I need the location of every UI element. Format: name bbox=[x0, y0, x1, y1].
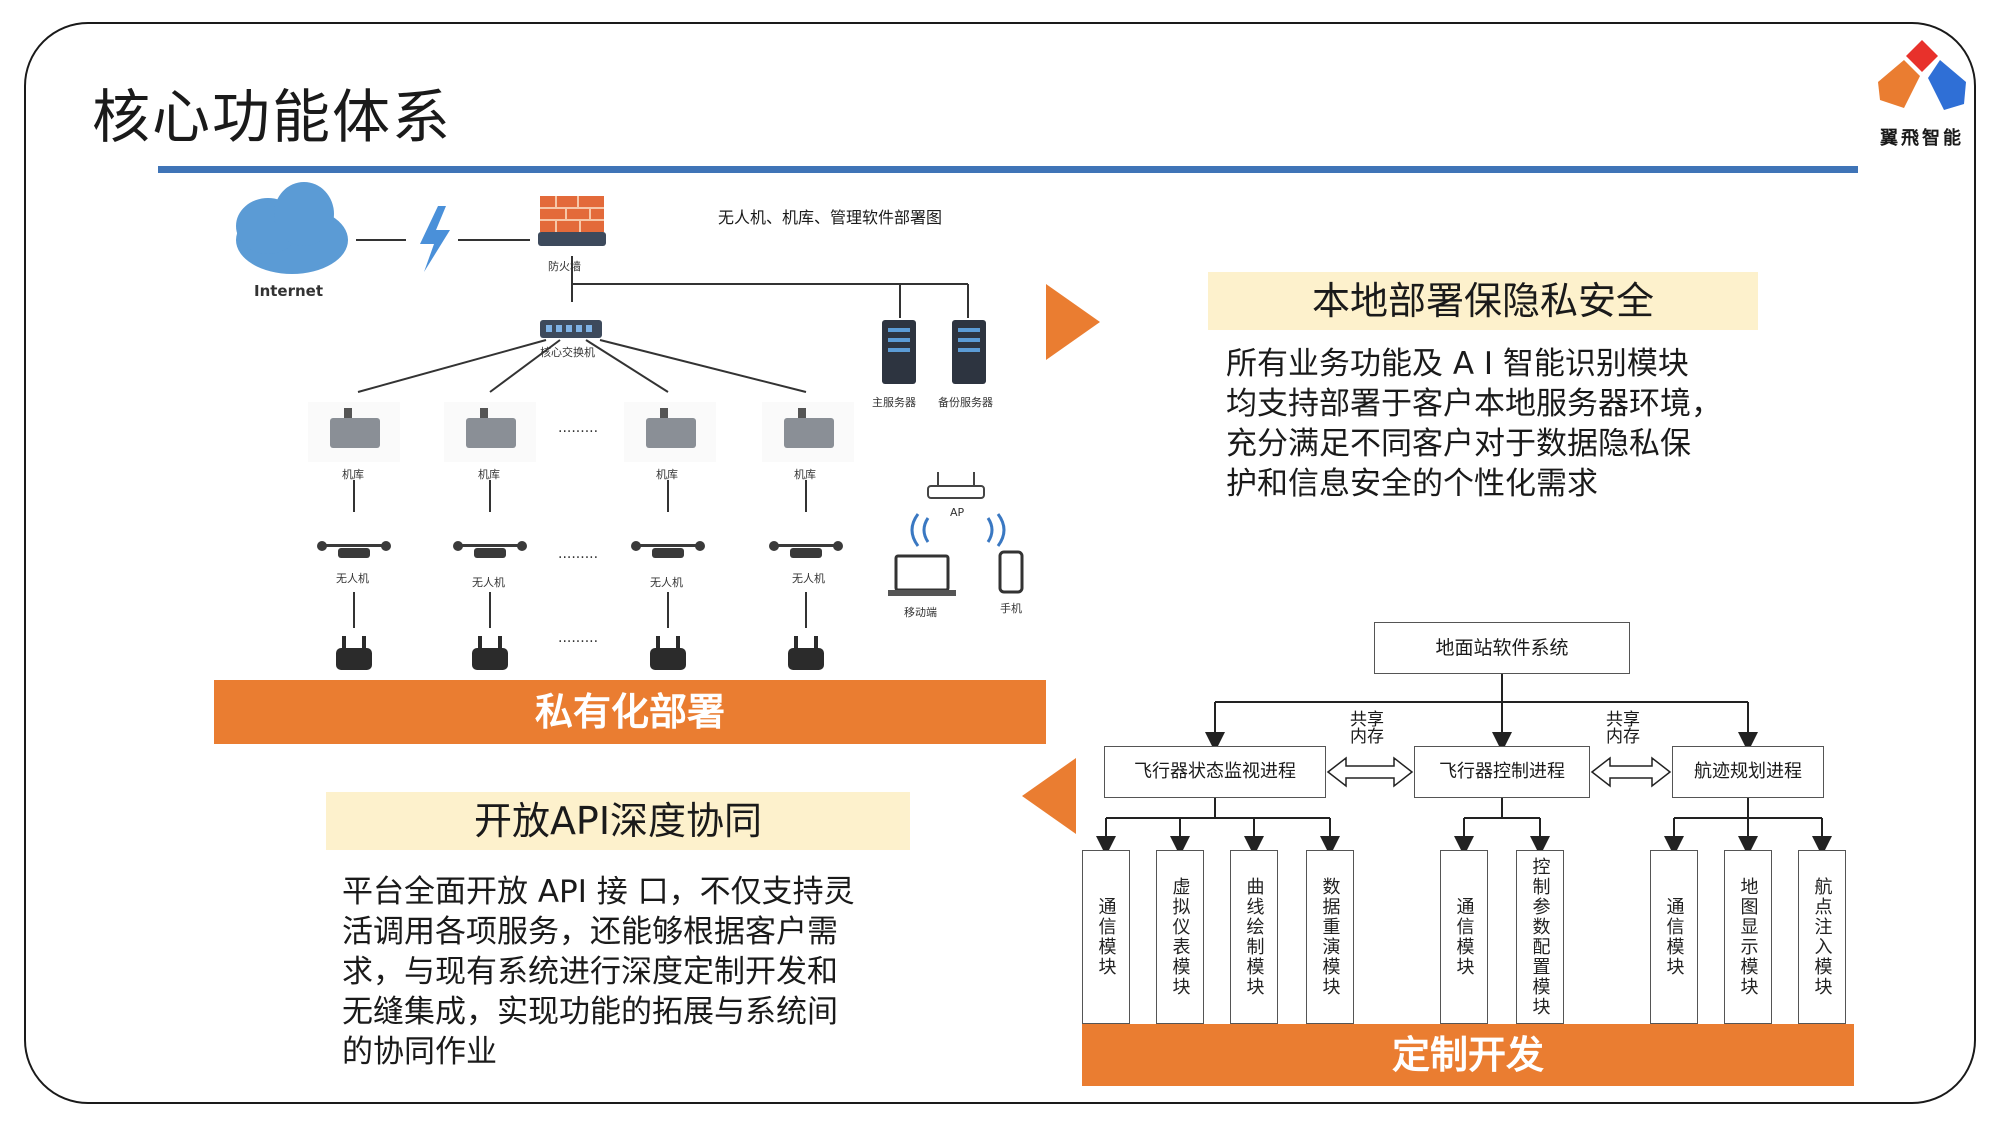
hangar-icon-4 bbox=[762, 402, 854, 462]
module-label: 通信模块 bbox=[1453, 897, 1475, 977]
main-server-label: 主服务器 bbox=[872, 396, 916, 409]
laptop-icon bbox=[888, 554, 956, 596]
drone-label-1: 无人机 bbox=[336, 572, 369, 585]
page-title: 核心功能体系 bbox=[92, 83, 453, 151]
title-divider bbox=[158, 166, 1858, 173]
module-control-param-config: 控制参数配置模块 bbox=[1516, 850, 1564, 1024]
module-waypoint-injection: 航点注入模块 bbox=[1798, 850, 1846, 1024]
drone-icon-4 bbox=[769, 541, 843, 558]
module-map-display: 地图显示模块 bbox=[1724, 850, 1772, 1024]
drone-icon-1 bbox=[317, 541, 391, 558]
remote-controller-icon-1 bbox=[336, 636, 372, 670]
core-switch-icon bbox=[540, 320, 602, 338]
process-route-planning: 航迹规划进程 bbox=[1672, 746, 1824, 798]
internet-cloud-icon bbox=[236, 182, 348, 274]
lightning-icon bbox=[420, 206, 450, 272]
firewall-label: 防火墙 bbox=[548, 260, 581, 273]
module-label: 虚拟仪表模块 bbox=[1169, 877, 1191, 997]
arrow-right-icon bbox=[1046, 284, 1100, 360]
private-deployment-bar: 私有化部署 bbox=[214, 680, 1046, 744]
module-label: 地图显示模块 bbox=[1737, 877, 1759, 997]
drone-icon-3 bbox=[631, 541, 705, 558]
module-label: 控制参数配置模块 bbox=[1529, 857, 1551, 1017]
backup-server-icon bbox=[952, 320, 986, 384]
hangar-label-3: 机库 bbox=[656, 468, 678, 481]
main-server-icon bbox=[882, 320, 916, 384]
module-curve-drawing: 曲线绘制模块 bbox=[1230, 850, 1278, 1024]
process-status-monitor: 飞行器状态监视进程 bbox=[1104, 746, 1326, 798]
controller-ellipsis: ......... bbox=[558, 630, 599, 646]
module-label: 数据重演模块 bbox=[1319, 877, 1341, 997]
shared-memory-arrow-2 bbox=[1590, 756, 1672, 788]
firewall-icon bbox=[538, 196, 606, 246]
drone-label-2: 无人机 bbox=[472, 576, 505, 589]
shared-memory-arrow-1 bbox=[1326, 756, 1414, 788]
module-label: 曲线绘制模块 bbox=[1243, 877, 1265, 997]
remote-controller-icon-2 bbox=[472, 636, 508, 670]
shared-memory-label-1: 共享 内存 bbox=[1350, 712, 1384, 746]
phone-label: 手机 bbox=[1000, 602, 1022, 615]
hangar-icon-2 bbox=[444, 402, 536, 462]
drone-label-3: 无人机 bbox=[650, 576, 683, 589]
laptop-label: 移动端 bbox=[904, 606, 937, 619]
core-switch-label: 核心交换机 bbox=[540, 346, 595, 359]
phone-icon bbox=[998, 550, 1024, 594]
hangar-label-1: 机库 bbox=[342, 468, 364, 481]
internet-label: Internet bbox=[254, 282, 324, 300]
module-label: 航点注入模块 bbox=[1811, 877, 1833, 997]
process-flight-control: 飞行器控制进程 bbox=[1414, 746, 1590, 798]
drone-ellipsis: ......... bbox=[558, 546, 599, 562]
remote-controller-icon-3 bbox=[650, 636, 686, 670]
open-api-title: 开放API深度协同 bbox=[326, 792, 910, 850]
deployment-caption: 无人机、机库、管理软件部署图 bbox=[718, 208, 943, 227]
arrow-left-icon bbox=[1022, 758, 1076, 834]
ap-label: AP bbox=[950, 506, 965, 519]
brand-logo-text: 翼飛智能 bbox=[1880, 128, 1964, 149]
module-label: 通信模块 bbox=[1663, 897, 1685, 977]
module-communication-2: 通信模块 bbox=[1440, 850, 1488, 1024]
hangar-label-4: 机库 bbox=[794, 468, 816, 481]
ground-station-root: 地面站软件系统 bbox=[1374, 622, 1630, 674]
access-point-icon bbox=[927, 472, 985, 499]
hangar-label-2: 机库 bbox=[478, 468, 500, 481]
hangar-icon-3 bbox=[624, 402, 716, 462]
slide-frame bbox=[24, 22, 1976, 1104]
module-label: 通信模块 bbox=[1095, 897, 1117, 977]
wifi-signal-icon bbox=[910, 513, 1006, 547]
hangar-ellipsis: ......... bbox=[558, 420, 599, 436]
shared-memory-label-2: 共享 内存 bbox=[1606, 712, 1640, 746]
module-communication-1: 通信模块 bbox=[1082, 850, 1130, 1024]
module-data-replay: 数据重演模块 bbox=[1306, 850, 1354, 1024]
local-deploy-title: 本地部署保隐私安全 bbox=[1208, 272, 1758, 330]
brand-logo-icon bbox=[1878, 40, 1966, 110]
open-api-text: 平台全面开放 API 接 口，不仅支持灵 活调用各项服务，还能够根据客户需 求，… bbox=[342, 874, 855, 1070]
shared-memory-text-2: 共享 内存 bbox=[1606, 710, 1640, 747]
backup-server-label: 备份服务器 bbox=[938, 396, 993, 409]
shared-memory-text-1: 共享 内存 bbox=[1350, 710, 1384, 747]
custom-development-bar: 定制开发 bbox=[1082, 1024, 1854, 1086]
drone-label-4: 无人机 bbox=[792, 572, 825, 585]
module-communication-3: 通信模块 bbox=[1650, 850, 1698, 1024]
hangar-icon-1 bbox=[308, 402, 400, 462]
local-deploy-text: 所有业务功能及 A I 智能识别模块 均支持部署于客户本地服务器环境， 充分满足… bbox=[1226, 346, 1722, 502]
drone-icon-2 bbox=[453, 541, 527, 558]
module-virtual-instrument: 虚拟仪表模块 bbox=[1156, 850, 1204, 1024]
remote-controller-icon-4 bbox=[788, 636, 824, 670]
